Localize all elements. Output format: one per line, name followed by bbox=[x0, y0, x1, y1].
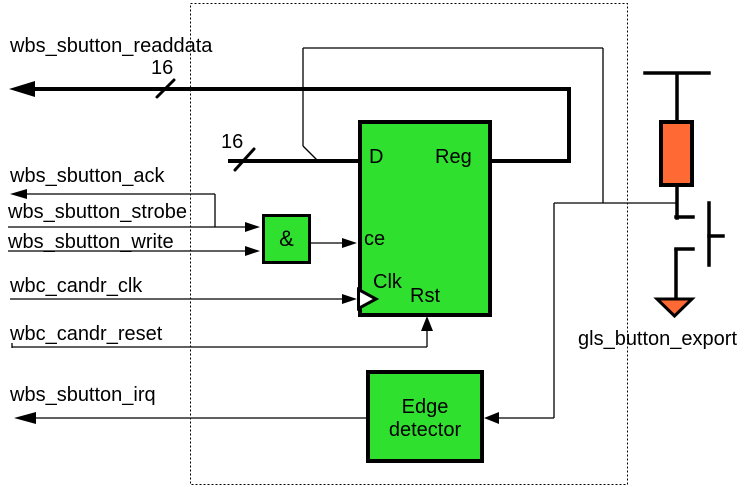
external-button-circuit bbox=[643, 71, 725, 319]
readdata-arrowhead bbox=[9, 81, 35, 97]
d-input-bus bbox=[228, 147, 364, 172]
and-gate: & bbox=[262, 214, 311, 264]
label-clk: wbc_candr_clk bbox=[10, 275, 143, 297]
edge-detector-label-line1: Edge bbox=[401, 396, 449, 418]
ce-wire bbox=[310, 238, 357, 248]
edge-detector-input-arrowhead bbox=[484, 412, 499, 424]
ce-arrowhead bbox=[342, 238, 357, 248]
bus-entry-segment bbox=[302, 145, 319, 162]
label-dbus-width: 16 bbox=[221, 131, 244, 153]
label-readdata: wbs_sbutton_readdata bbox=[10, 35, 213, 57]
reset-arrowhead bbox=[421, 316, 433, 331]
readdata-bus bbox=[9, 78, 571, 163]
write-wire bbox=[8, 246, 260, 256]
ack-arrowhead bbox=[10, 189, 27, 199]
and-gate-symbol: & bbox=[279, 226, 294, 251]
register-name: Reg bbox=[435, 146, 472, 168]
clk-arrowhead bbox=[342, 294, 357, 304]
label-ack: wbs_sbutton_ack bbox=[10, 165, 165, 187]
register-pin-rst: Rst bbox=[410, 285, 440, 307]
reset-wire bbox=[11, 316, 433, 348]
ground-symbol bbox=[653, 297, 696, 319]
irq-arrowhead bbox=[14, 412, 36, 424]
register-pin-ce: ce bbox=[364, 228, 386, 250]
register-block bbox=[358, 120, 492, 317]
module-boundary bbox=[190, 3, 628, 485]
write-arrowhead bbox=[245, 246, 260, 256]
ack-wire bbox=[10, 189, 216, 227]
strobe-wire bbox=[8, 222, 260, 232]
strobe-arrowhead bbox=[245, 222, 260, 232]
edge-detector-block: Edge detector bbox=[366, 370, 484, 463]
label-strobe: wbs_sbutton_strobe bbox=[8, 201, 188, 223]
label-reset: wbc_candr_reset bbox=[10, 323, 163, 345]
label-button-export: gls_button_export bbox=[578, 328, 738, 350]
edge-detector-label-line2: detector bbox=[388, 419, 462, 441]
clk-wire bbox=[10, 294, 357, 304]
d-bus-width-slash bbox=[233, 147, 256, 172]
irq-wire bbox=[14, 412, 366, 424]
register-pin-clk: Clk bbox=[373, 271, 402, 293]
register-pin-d: D bbox=[369, 146, 384, 168]
button-feedback-wire bbox=[302, 47, 677, 424]
label-write: wbs_sbutton_write bbox=[8, 231, 174, 253]
pullup-resistor bbox=[659, 120, 694, 187]
label-irq: wbs_sbutton_irq bbox=[10, 384, 156, 406]
label-readdata-width: 16 bbox=[151, 57, 174, 79]
readdata-bus-width-slash bbox=[155, 78, 176, 99]
clock-edge-marker bbox=[357, 286, 380, 312]
